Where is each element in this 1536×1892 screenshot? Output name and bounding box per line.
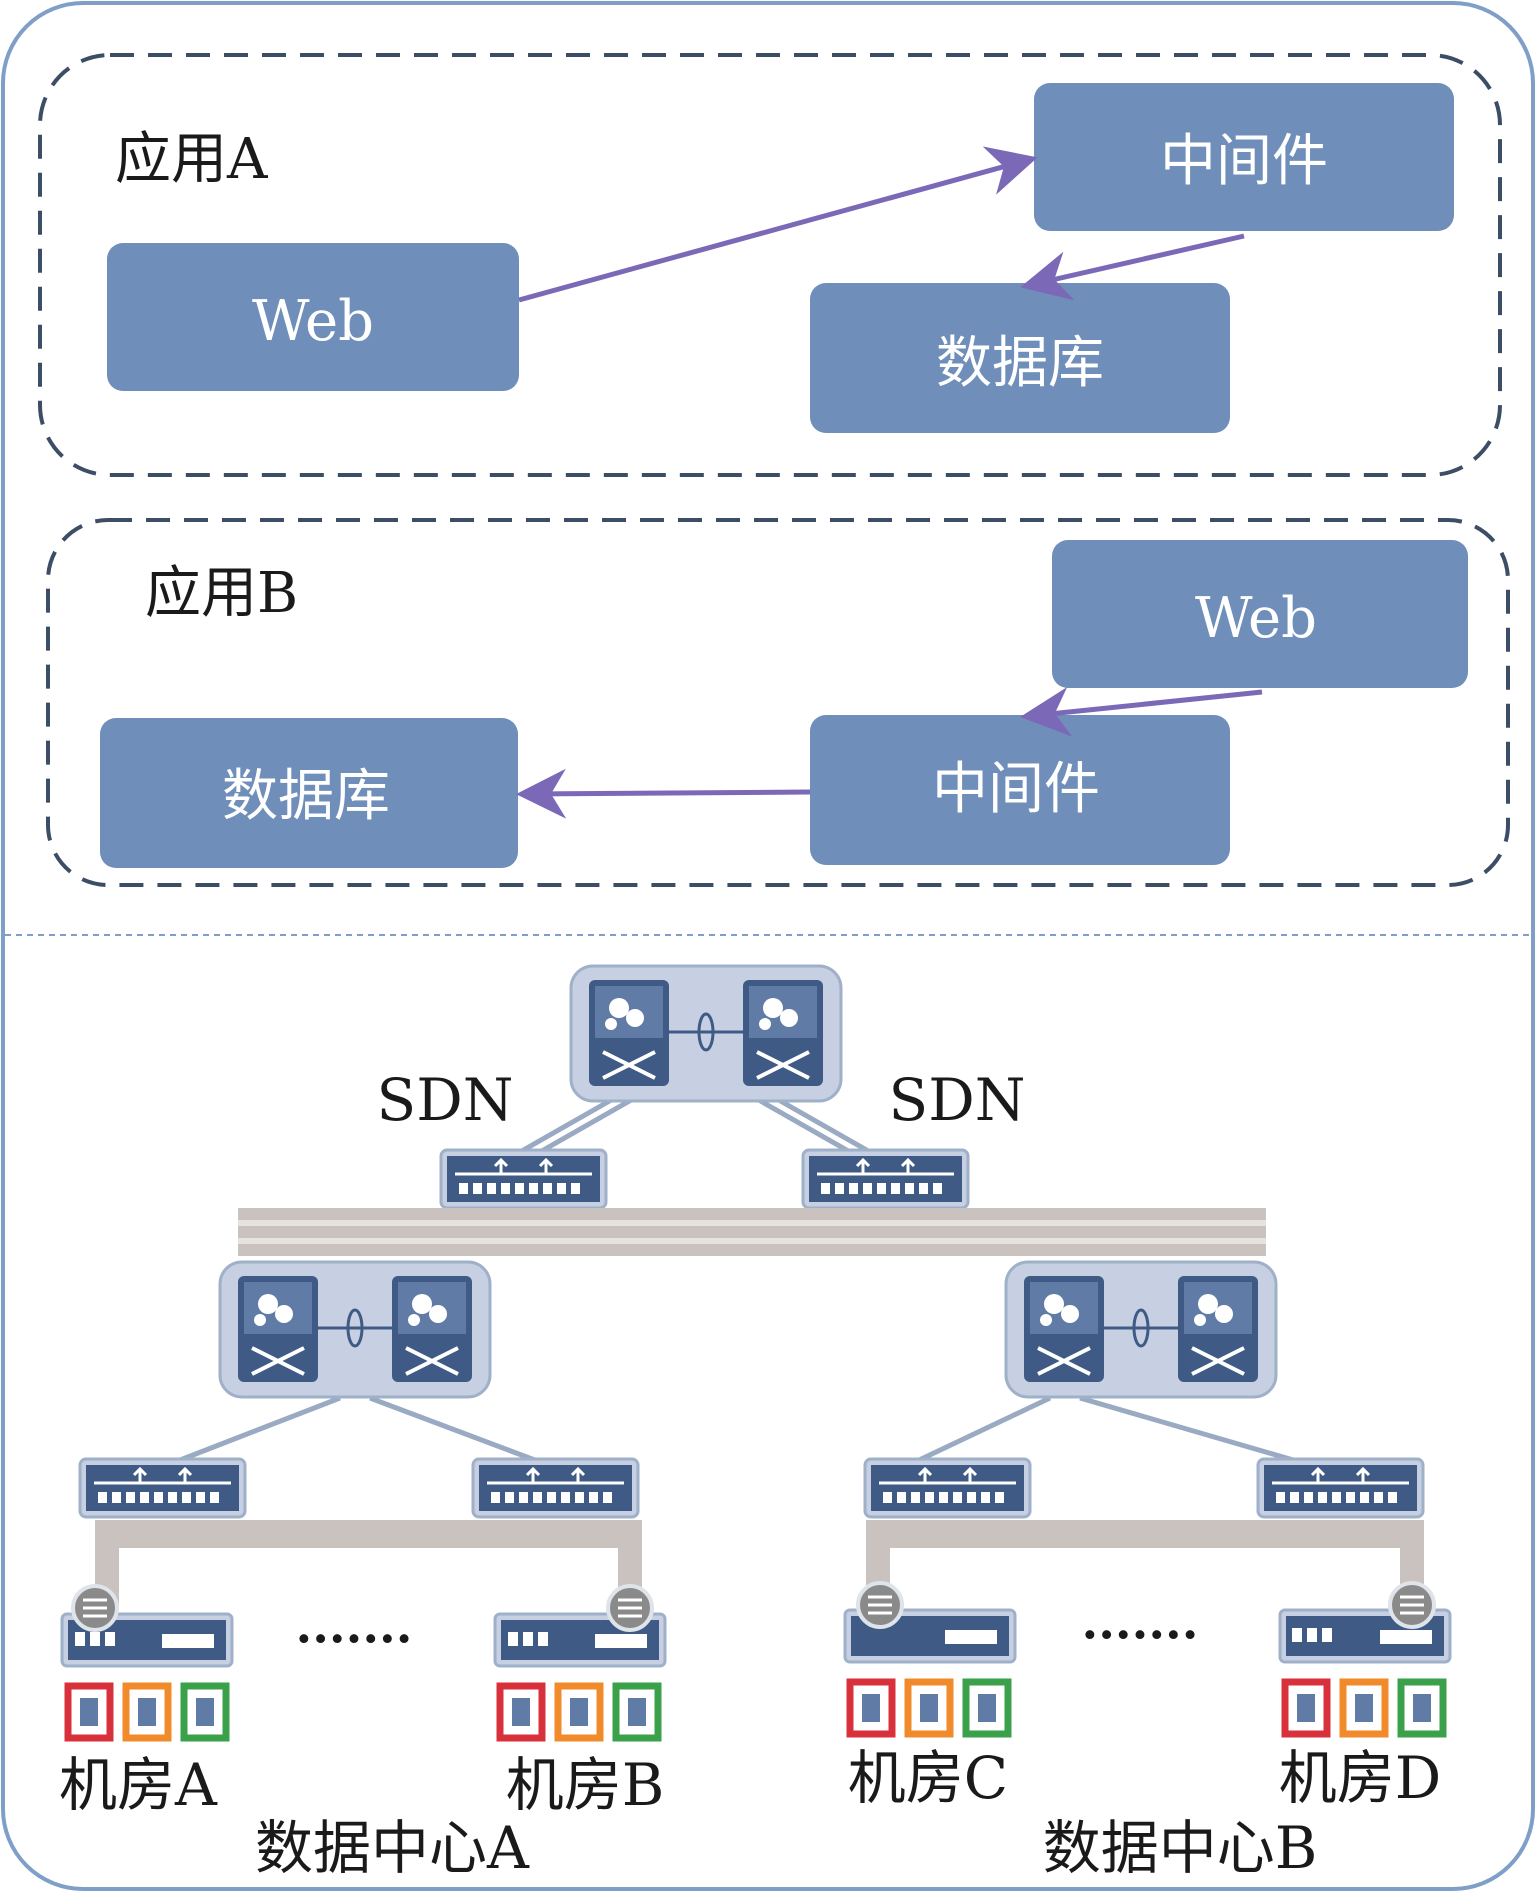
sdn-right-label: SDN — [889, 1066, 1026, 1134]
bus-dc-b — [880, 1520, 1400, 1548]
backbone-bus — [238, 1208, 1266, 1256]
app-b-database-box — [100, 718, 518, 868]
access-switch-b2 — [1256, 1457, 1425, 1519]
datacenter-a-label: 数据中心A — [255, 1814, 530, 1882]
app-b-database-label: 数据库 — [222, 764, 390, 829]
room-b-label: 机房B — [506, 1751, 665, 1819]
hub-a — [71, 1584, 119, 1632]
link-core-top — [518, 1092, 872, 1155]
room-a-label: 机房A — [59, 1751, 218, 1819]
servers-room-d — [1285, 1682, 1443, 1734]
app-b-title: 应用B — [145, 561, 298, 626]
servers-room-c — [850, 1682, 1008, 1734]
servers-room-a — [68, 1686, 226, 1738]
sdn-left-label: SDN — [377, 1066, 514, 1134]
app-a-database-box — [810, 283, 1230, 433]
hub-b — [606, 1584, 654, 1632]
core-switch-dc-a — [218, 1260, 492, 1399]
app-a-group: 应用A Web 中间件 数据库 — [38, 53, 1502, 477]
ellipsis-dc-b: ······· — [1082, 1607, 1199, 1663]
core-switch-dc-b — [1004, 1260, 1278, 1399]
ellipsis-dc-a: ······· — [296, 1611, 413, 1667]
app-a-boundary — [38, 53, 1502, 477]
app-b-middleware-box — [810, 715, 1230, 865]
sdn-switch-left — [439, 1148, 608, 1210]
hub-c — [856, 1581, 904, 1629]
access-switch-b1 — [863, 1457, 1032, 1519]
access-switch-a2 — [471, 1457, 640, 1519]
app-b-boundary — [46, 518, 1510, 887]
app-b-group: 应用B Web 中间件 数据库 — [46, 518, 1510, 887]
room-d-label: 机房D — [1279, 1744, 1442, 1812]
arrow-web-to-middleware-a — [518, 146, 1038, 303]
room-c-label: 机房C — [848, 1744, 1008, 1812]
app-a-title: 应用A — [115, 127, 268, 192]
app-a-database-label: 数据库 — [936, 331, 1104, 396]
network-topology: SDN SDN — [59, 964, 1452, 1882]
core-switch-top — [569, 964, 843, 1103]
arrow-middleware-to-database-a — [1020, 233, 1245, 301]
datacenter-b-label: 数据中心B — [1043, 1814, 1318, 1882]
arrow-middleware-to-database-b — [516, 768, 811, 819]
app-a-middleware-label: 中间件 — [1160, 129, 1328, 194]
link-core-a — [174, 1395, 1301, 1465]
app-a-web-label: Web — [252, 289, 374, 354]
app-a-middleware-box — [1034, 83, 1454, 231]
app-b-middleware-label: 中间件 — [932, 757, 1100, 822]
app-b-web-box — [1052, 540, 1468, 688]
access-switch-a1 — [78, 1457, 247, 1519]
hub-d — [1388, 1581, 1436, 1629]
app-a-web-box — [107, 243, 519, 391]
sdn-switch-right — [801, 1148, 970, 1210]
arrow-web-to-middleware-b — [1020, 687, 1263, 737]
servers-room-b — [500, 1686, 658, 1738]
app-b-web-label: Web — [1195, 586, 1317, 651]
bus-dc-a — [112, 1520, 640, 1548]
